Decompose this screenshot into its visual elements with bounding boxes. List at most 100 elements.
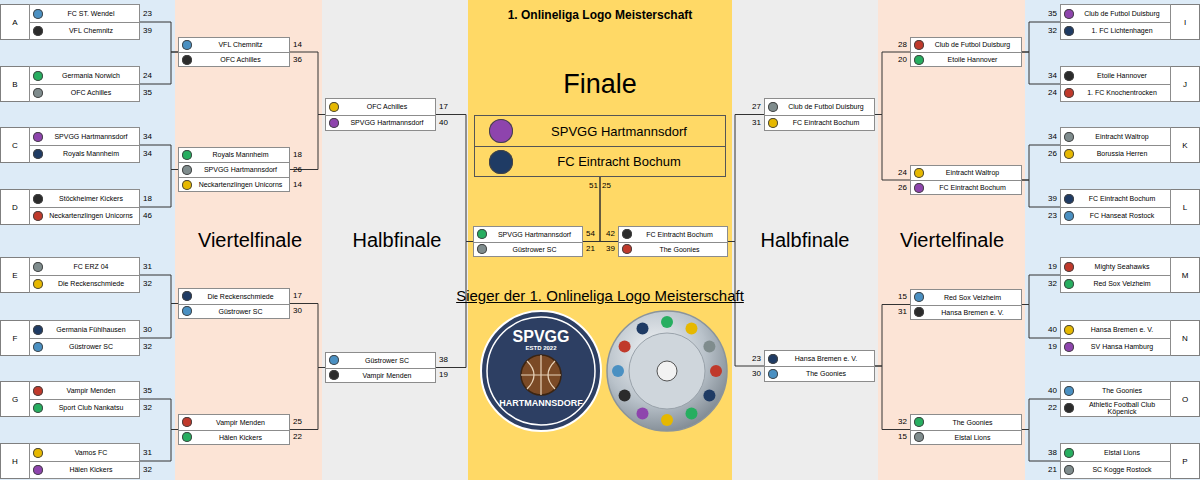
team-logo: [33, 262, 43, 272]
team-logo: [33, 465, 43, 475]
team-logo: [33, 26, 43, 36]
team-name: OFC Achilles: [339, 103, 435, 111]
team-name: Güstrower SC: [43, 343, 139, 351]
team-row: Vamos FC: [29, 443, 140, 462]
score: 54: [586, 229, 595, 239]
round-heading: Finale: [474, 68, 726, 100]
team-row: SPVGG Hartmannsdorf: [325, 115, 436, 132]
bracket-line: [1022, 52, 1060, 84]
team-logo: [768, 102, 778, 112]
group-box: CSPVGG HartmannsdorfRoyals Mannheim: [0, 127, 140, 163]
team-logo: [182, 432, 192, 442]
team-logo: [622, 229, 632, 239]
team-row: OFC Achilles: [178, 52, 290, 67]
score: 19: [1048, 342, 1057, 352]
score: 21: [1048, 465, 1057, 475]
logo-text: SPVGG: [341, 327, 741, 346]
bracket-line: [290, 115, 325, 170]
group-letter: O: [1171, 382, 1199, 416]
score: 34: [1048, 71, 1057, 81]
bracket-line: [1022, 22, 1060, 52]
team-name: Güstrower SC: [487, 246, 582, 254]
team-name: Hansa Bremen e. V.: [1074, 326, 1170, 334]
team-row: Elstal Lions: [1060, 443, 1171, 462]
score: 32: [1048, 26, 1057, 36]
bracket-line: [1022, 180, 1060, 207]
team-name: FC ST. Wendel: [43, 10, 139, 18]
column-band: [1025, 0, 1200, 480]
team-row: Red Sox Velzheim: [910, 289, 1022, 306]
group-letter: J: [1171, 67, 1199, 101]
team-name: Hansa Bremen e. V.: [778, 355, 874, 363]
match-box: FC Eintracht BochumThe Goonies: [618, 226, 728, 257]
team-row: Club de Futbol Duisburg: [910, 37, 1022, 53]
team-name: OFC Achilles: [43, 89, 139, 97]
team-logo: [33, 342, 43, 352]
group-letter: B: [1, 67, 29, 101]
bracket-line: [436, 242, 473, 368]
group-letter: D: [1, 190, 29, 224]
team-logo: [1064, 194, 1074, 204]
team-name: FC Eintracht Bochum: [924, 184, 1021, 192]
team-logo: [182, 40, 192, 50]
team-row: FC Eintracht Bochum: [474, 146, 726, 177]
plate-emblem: [703, 390, 715, 402]
score: 38: [1048, 448, 1057, 458]
team-row: Vampir Menden: [29, 381, 140, 400]
team-name: Germania Fühlhausen: [43, 326, 139, 334]
group-box: GVampir MendenSport Club Nankatsu: [0, 381, 140, 417]
team-row: Etoile Hannover: [910, 52, 1022, 67]
team-row: Vampir Menden: [325, 368, 436, 384]
team-name: SPVGG Hartmannsdorf: [513, 124, 725, 139]
team-logo: [182, 180, 192, 190]
score: 28: [898, 40, 907, 50]
team-logo: [1064, 71, 1074, 81]
match-box: Club de Futbol DuisburgFC Eintracht Boch…: [764, 98, 875, 131]
team-name: Club de Futbol Duisburg: [924, 41, 1021, 49]
team-row: Hansa Bremen e. V.: [1060, 320, 1171, 339]
score: 14: [293, 40, 302, 50]
logo-text: ESTD 2022: [341, 345, 741, 352]
team-name: SV Hansa Hamburg: [1074, 343, 1170, 351]
bracket-line: [140, 145, 178, 170]
column-band: [0, 0, 175, 480]
plate-emblem: [686, 407, 698, 419]
score: 38: [439, 355, 448, 365]
bracket-line: [600, 177, 618, 242]
team-name: SPVGG Hartmannsdorf: [43, 133, 139, 141]
team-row: OFC Achilles: [325, 98, 436, 116]
team-logo: [33, 279, 43, 289]
group-letter: L: [1171, 190, 1199, 224]
team-row: FC Eintracht Bochum: [764, 115, 875, 132]
team-name: Vampir Menden: [339, 372, 435, 380]
bracket-line: [1022, 305, 1060, 339]
team-logo: [329, 370, 339, 380]
team-name: The Goonies: [1074, 387, 1170, 395]
plate-emblem: [619, 341, 631, 353]
group-box: OThe GooniesAthletic Football Club Köpen…: [1060, 381, 1200, 417]
team-row: Hansa Bremen e. V.: [764, 350, 875, 367]
team-name: OFC Achilles: [192, 56, 289, 64]
group-letter: I: [1171, 5, 1199, 39]
team-row: Etoile Hannover: [1060, 66, 1171, 85]
team-logo: [182, 306, 192, 316]
team-name: Red Sox Velzheim: [924, 294, 1021, 302]
score: 34: [143, 149, 152, 159]
team-logo: [768, 354, 778, 364]
team-logo: [1064, 88, 1074, 98]
team-name: VFL Chemnitz: [43, 27, 139, 35]
team-row: SPVGG Hartmannsdorf: [473, 226, 583, 243]
bracket-line: [140, 22, 178, 52]
group-letter: P: [1171, 444, 1199, 478]
bracket-line: [140, 170, 178, 208]
team-logo: [622, 244, 632, 254]
plate-emblem: [612, 365, 624, 377]
team-logo: [914, 307, 924, 317]
score: 30: [752, 369, 761, 379]
score: 15: [898, 432, 907, 442]
team-row: FC ST. Wendel: [29, 4, 140, 23]
team-name: The Goonies: [632, 246, 727, 254]
team-name: Red Sox Velzheim: [1074, 280, 1170, 288]
team-logo: [1064, 465, 1074, 475]
bracket-line: [1022, 145, 1060, 180]
